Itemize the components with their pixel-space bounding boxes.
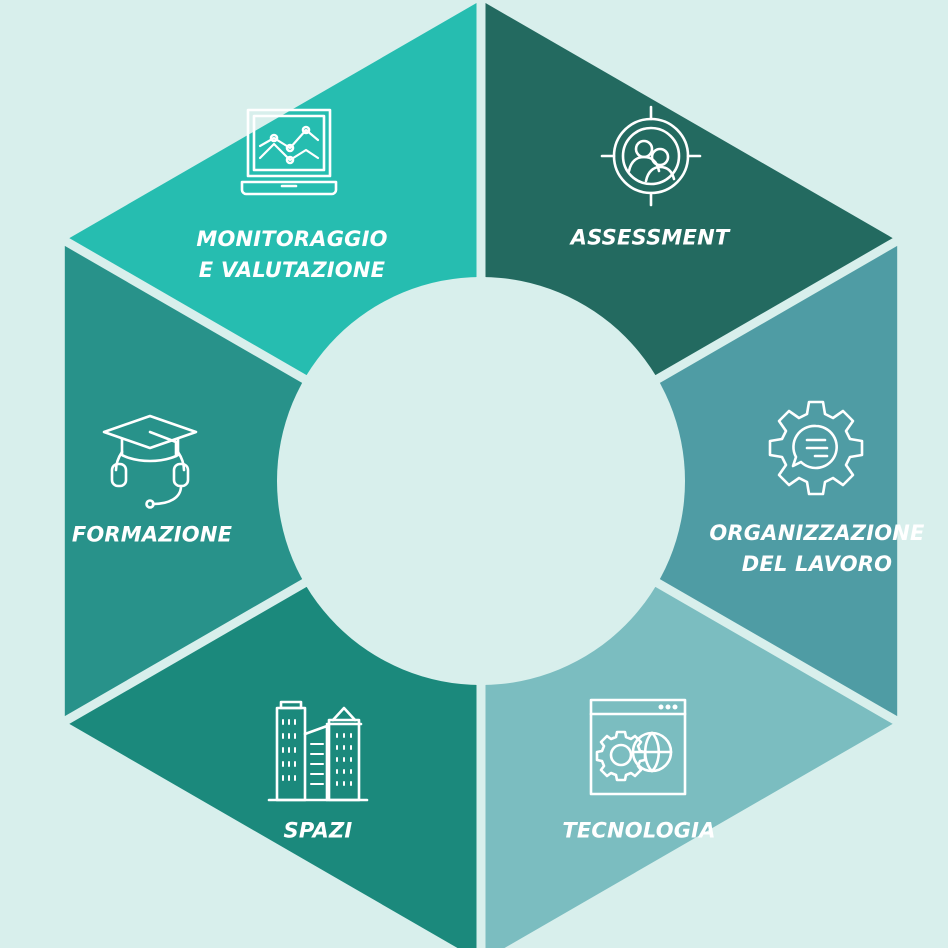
segment-spazi: [69, 586, 477, 948]
segment-organizzazione: [659, 245, 898, 717]
segment-label-formazione: FORMAZIONE: [71, 522, 233, 547]
gear-chat-icon: [763, 396, 869, 502]
segment-label-organizzazione: ORGANIZZAZIONE DEL LAVORO: [709, 521, 925, 576]
laptop-chart-icon: [240, 106, 338, 198]
target-people-icon: [598, 103, 704, 209]
segment-tecnologia: [485, 586, 893, 948]
segment-label-spazi: SPAZI: [283, 818, 353, 843]
segment-assessment: [485, 3, 893, 376]
browser-gears-icon: [587, 696, 689, 798]
segment-label-assessment: ASSESSMENT: [570, 225, 730, 250]
segment-formazione: [64, 245, 303, 717]
segment-label-tecnologia: TECNOLOGIA: [562, 818, 716, 843]
graduation-headset-icon: [100, 412, 200, 510]
center-circle: [277, 277, 685, 685]
buildings-icon: [267, 698, 369, 804]
segment-monitoraggio: [69, 3, 477, 376]
segment-label-monitoraggio: MONITORAGGIO E VALUTAZIONE: [196, 227, 388, 282]
